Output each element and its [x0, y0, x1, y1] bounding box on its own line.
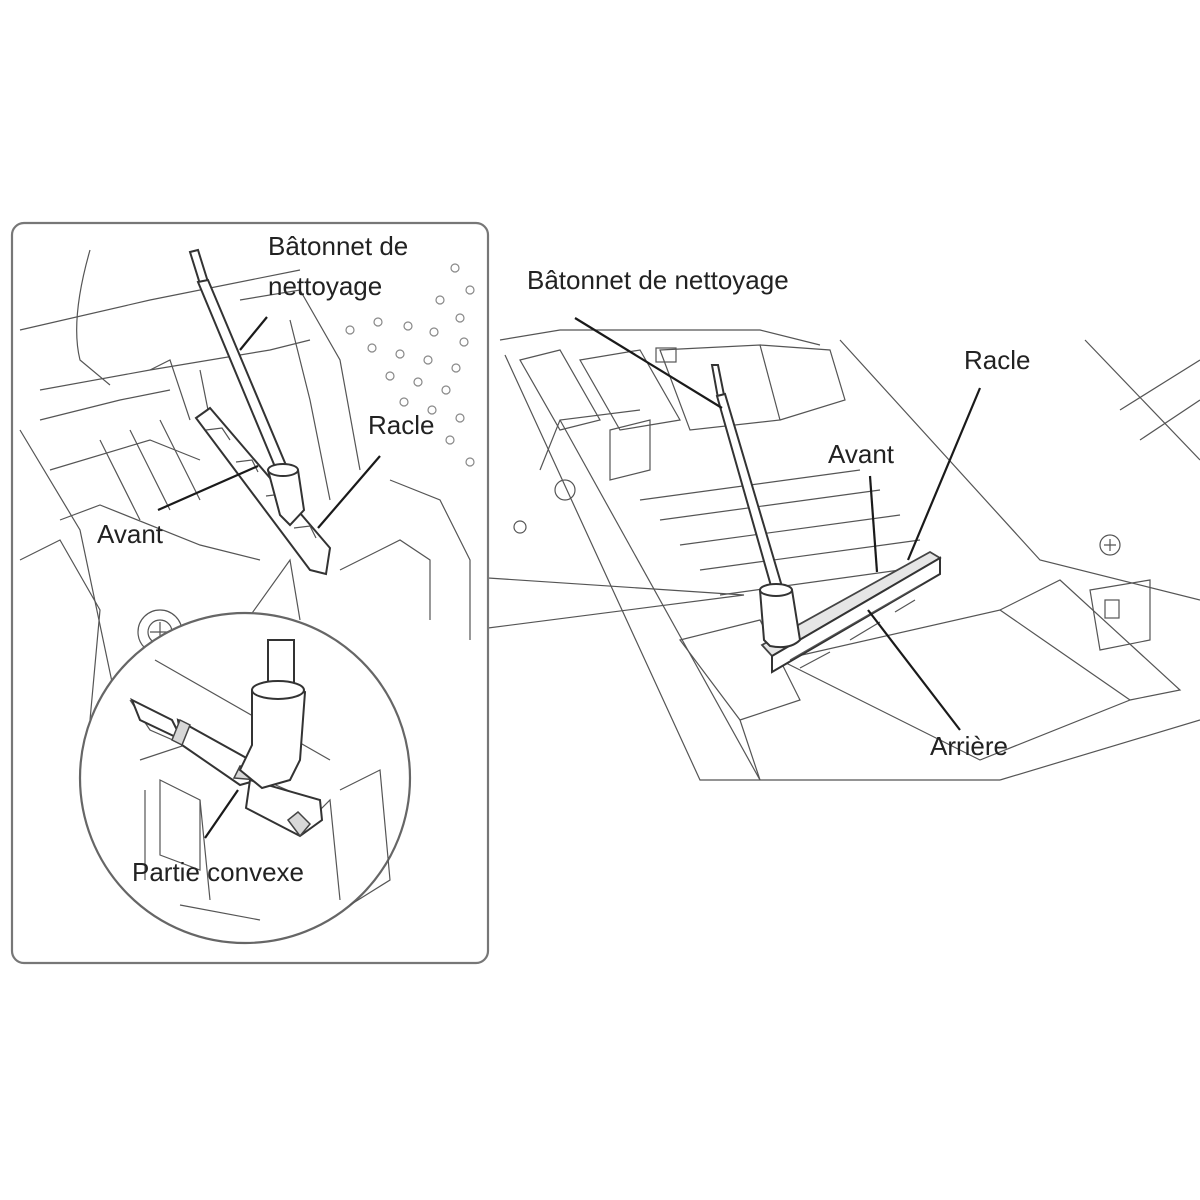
inset-stick-leader: [239, 316, 268, 351]
magnified-detail: [78, 558, 412, 945]
main-arriere-label: Arrière: [930, 731, 1009, 761]
main-racle-label: Racle: [964, 345, 1031, 375]
inset-convex-label: Partie convexe: [132, 857, 304, 887]
main-printer-view: [499, 329, 1200, 781]
callout-pointer: [487, 577, 745, 629]
main-avant-label: Avant: [828, 439, 895, 469]
main-stick-label: Bâtonnet de nettoyage: [527, 265, 789, 295]
inset-avant-leader: [157, 464, 259, 512]
main-stick-leader: [574, 317, 723, 409]
main-avant-leader: [868, 475, 879, 573]
inset-stick-label-line1: Bâtonnet de: [268, 231, 409, 261]
main-arriere-leader: [867, 609, 961, 731]
main-racle-leader: [906, 387, 982, 561]
inset-printer-view: [19, 248, 475, 721]
inset-racle-label: Racle: [368, 410, 435, 440]
inset-convex-leader: [204, 789, 239, 839]
inset-stick-label-line2: nettoyage: [268, 271, 383, 301]
inset-racle-leader: [317, 455, 381, 529]
inset-avant-label: Avant: [97, 519, 164, 549]
